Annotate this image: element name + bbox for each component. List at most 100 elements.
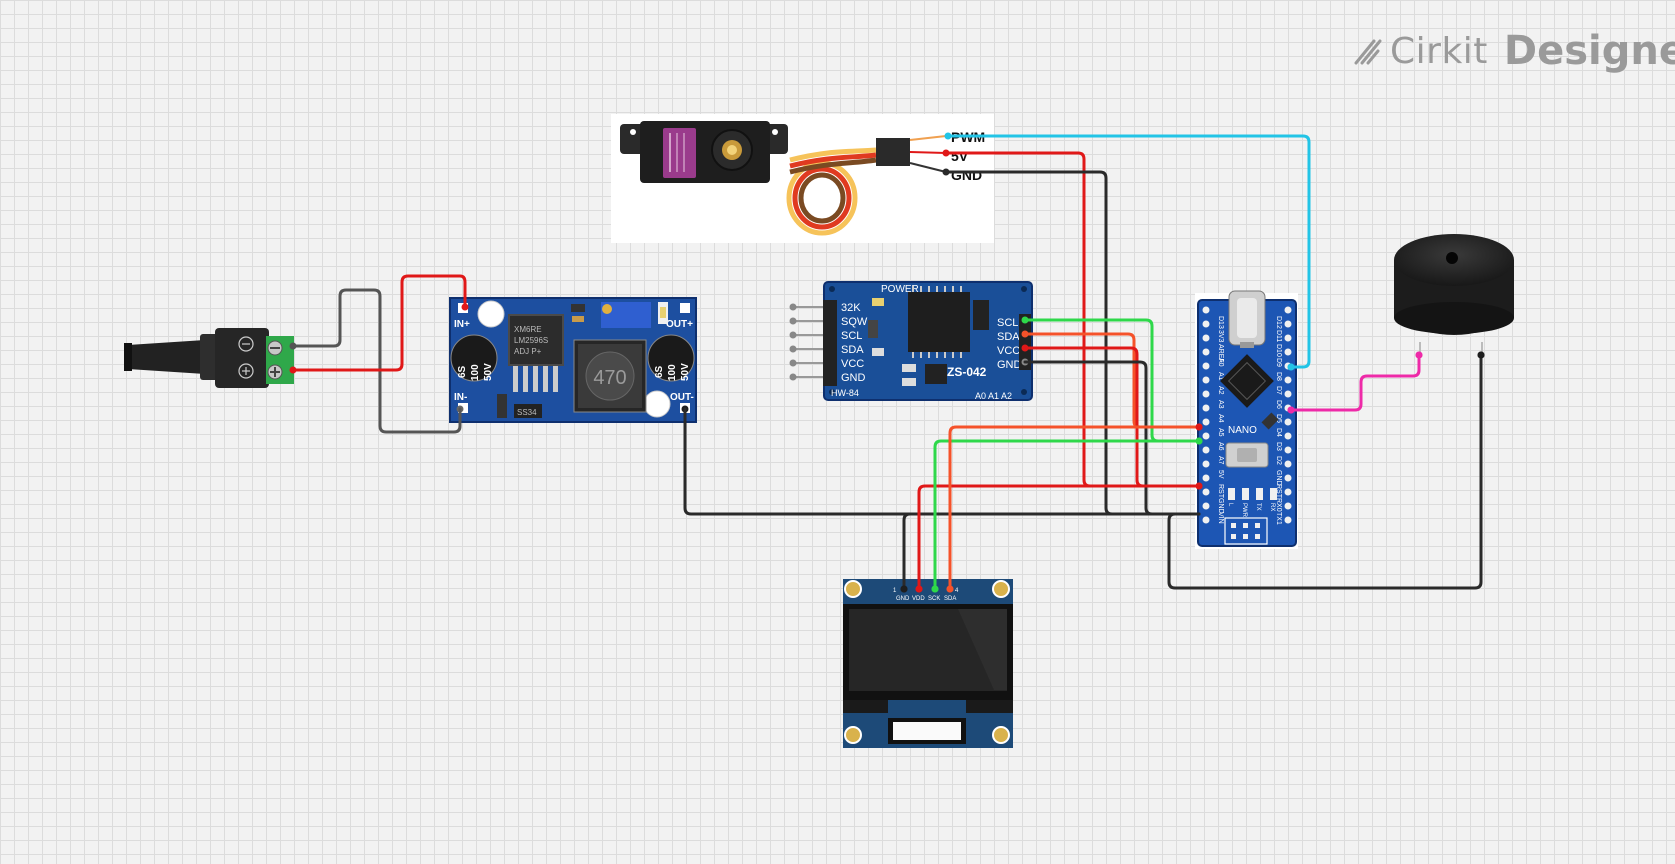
brand-name-designer: Designer [1503, 28, 1675, 74]
buck-converter[interactable]: IN+ IN- OUT+ OUT- 6S 100 50V 6S 100 50V … [449, 297, 697, 423]
svg-text:LM2596S: LM2596S [514, 336, 548, 345]
svg-text:50V: 50V [483, 363, 494, 381]
servo-label-sticker [663, 128, 696, 178]
rtc-address-label: A0 A1 A2 [975, 391, 1012, 401]
wire-buzzer-signal[interactable] [1289, 353, 1421, 412]
wire-oled-sda[interactable] [948, 425, 1201, 591]
arduino-nano[interactable]: D13 3V3 AREF A0 A1 A2 A3 A4 A5 A6 A7 5V … [1195, 290, 1298, 549]
oled-label-vdd: VDD [912, 596, 925, 602]
rtc-left-label-sda: SDA [841, 344, 864, 356]
inductor-value: 470 [593, 367, 626, 389]
svg-text:AREF: AREF [1217, 344, 1224, 363]
oled-label-gnd: GND [896, 596, 910, 602]
cirkit-logo-icon [1354, 39, 1382, 65]
svg-text:100: 100 [470, 364, 481, 381]
nano-left-pins [1202, 306, 1210, 524]
rtc-left-label-32k: 32K [841, 302, 861, 314]
piezo-buzzer[interactable] [1394, 234, 1514, 359]
oled-display[interactable]: 1 4 GND VDD SCK SDA [843, 579, 1013, 748]
svg-text:RST: RST [1217, 484, 1224, 499]
wire-rtc-gnd[interactable] [1023, 360, 1201, 516]
nano-label: NANO [1228, 425, 1257, 436]
wire-oled-vdd[interactable] [917, 484, 1201, 591]
svg-text:D3: D3 [1275, 442, 1282, 451]
svg-text:A7: A7 [1217, 456, 1224, 465]
status-leds: L PWR TX RX [1227, 488, 1277, 518]
wire-servo-pwm[interactable] [946, 134, 1311, 369]
wire-rtc-vcc[interactable] [1023, 346, 1201, 488]
output-capacitor: 6S 100 50V [647, 334, 695, 382]
svg-text:D6: D6 [1275, 400, 1282, 409]
buck-label-out-plus: OUT+ [666, 319, 693, 330]
rtc-left-label-scl: SCL [841, 330, 862, 342]
brand-name-cirkit: Cirkit [1390, 30, 1488, 72]
svg-text:5V: 5V [1217, 470, 1224, 479]
rtc-right-label-sda: SDA [997, 331, 1020, 343]
wire-jack-gnd[interactable] [291, 288, 462, 434]
icsp-header [1224, 517, 1268, 545]
svg-text:XM6RE: XM6RE [514, 325, 542, 334]
svg-text:ADJ P+: ADJ P+ [514, 347, 542, 356]
wire-buzzer-gnd[interactable] [1167, 353, 1483, 590]
buzzer-sound-hole [1446, 252, 1458, 264]
rtc-left-label-sqw: SQW [841, 316, 868, 328]
wires [291, 134, 1483, 591]
svg-text:D10: D10 [1275, 344, 1282, 357]
svg-text:A0: A0 [1217, 358, 1224, 367]
svg-text:D12: D12 [1275, 316, 1282, 329]
wire-buck-gnd[interactable] [683, 407, 1201, 516]
svg-text:A4: A4 [1217, 414, 1224, 423]
svg-text:RX: RX [1269, 503, 1275, 511]
svg-text:3V3: 3V3 [1217, 330, 1224, 343]
rtc-right-label-vcc: VCC [997, 345, 1020, 357]
svg-text:4: 4 [955, 588, 959, 594]
rtc-module[interactable]: 32K SQW SCL SDA VCC GND POWER [789, 281, 1033, 401]
reset-button[interactable] [1225, 442, 1269, 468]
rtc-right-label-gnd: GND [997, 359, 1022, 371]
svg-text:L: L [1227, 503, 1233, 507]
wire-oled-sck[interactable] [933, 439, 1201, 591]
svg-text:PWR: PWR [1241, 503, 1247, 518]
svg-text:100: 100 [667, 364, 678, 381]
rtc-power-label: POWER [881, 284, 919, 295]
diode-label: SS34 [517, 408, 537, 417]
inductor: 470 [573, 339, 647, 413]
oled-label-sck: SCK [928, 596, 940, 602]
svg-text:D9: D9 [1275, 358, 1282, 367]
wire-oled-gnd[interactable] [902, 512, 1201, 591]
svg-text:D5: D5 [1275, 414, 1282, 423]
svg-text:D8: D8 [1275, 372, 1282, 381]
wire-jack-vin[interactable] [291, 274, 467, 372]
servo-pin-5v: 5V [951, 148, 969, 164]
svg-text:GND: GND [1275, 470, 1282, 486]
svg-text:TX: TX [1255, 503, 1261, 511]
lm2596-chip: XM6RE LM2596S ADJ P+ [508, 314, 564, 392]
svg-text:D4: D4 [1275, 428, 1282, 437]
rtc-left-label-vcc: VCC [841, 358, 864, 370]
wire-endpoints [289, 132, 1485, 593]
rtc-left-pin-header [789, 300, 837, 386]
rtc-right-label-scl: SCL [997, 317, 1018, 329]
svg-text:RX0: RX0 [1275, 498, 1282, 512]
rtc-left-label-gnd: GND [841, 372, 866, 384]
rtc-board-label: HW-84 [831, 388, 859, 398]
wire-rtc-scl[interactable] [1023, 318, 1201, 443]
svg-text:RST: RST [1275, 484, 1282, 499]
servo-pin-gnd: GND [951, 167, 982, 183]
svg-text:1: 1 [893, 588, 897, 594]
svg-text:6S: 6S [457, 365, 468, 378]
svg-text:A1: A1 [1217, 372, 1224, 381]
svg-text:D2: D2 [1275, 456, 1282, 465]
oled-label-sda: SDA [944, 596, 956, 602]
svg-text:6S: 6S [654, 365, 665, 378]
dc-barrel-jack[interactable] [124, 328, 294, 388]
svg-text:TX1: TX1 [1275, 512, 1282, 525]
svg-text:D13: D13 [1217, 316, 1224, 329]
servo-motor[interactable]: PWM 5V GND [611, 114, 994, 243]
svg-text:VIN: VIN [1217, 512, 1224, 524]
ds3231-chip [908, 286, 970, 358]
nano-right-pins [1284, 306, 1292, 524]
svg-text:A3: A3 [1217, 400, 1224, 409]
input-capacitor: 6S 100 50V [450, 334, 498, 382]
